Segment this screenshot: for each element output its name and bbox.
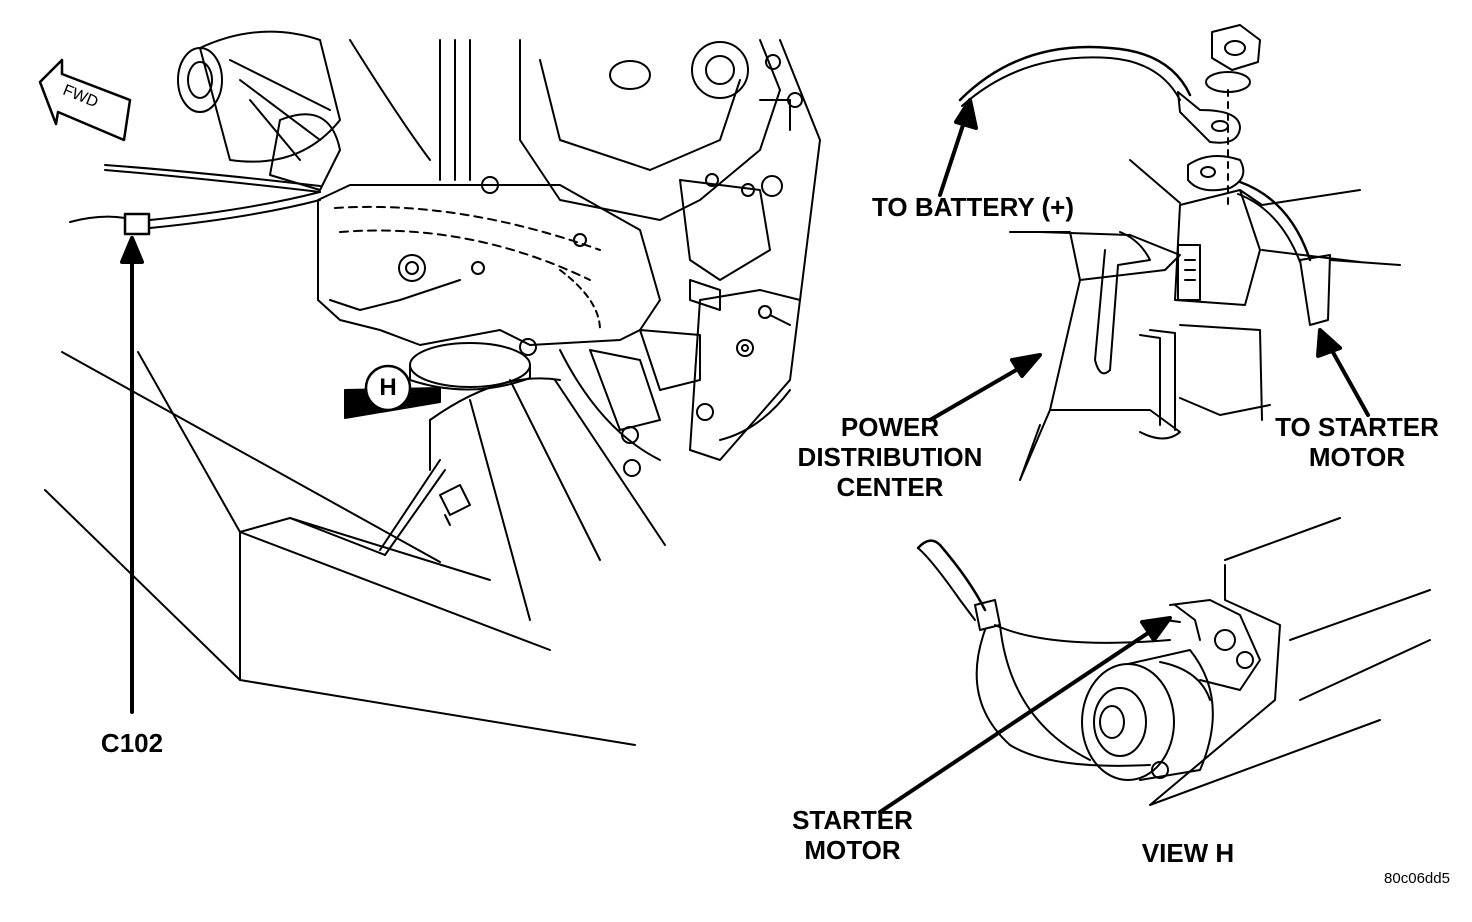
- pdc-label-line-2: DISTRIBUTION: [797, 442, 983, 472]
- to-starter-label-line-1: TO STARTER: [1275, 412, 1439, 442]
- to-starter-motor-label: TO STARTER MOTOR: [1262, 412, 1452, 472]
- frame-rail: [44, 351, 636, 746]
- starter-motor-leader-arrow: [878, 616, 1172, 814]
- view-h-callout-marker: [344, 364, 441, 419]
- starter-label-line-2: MOTOR: [804, 835, 901, 865]
- intake-tube: [379, 342, 666, 621]
- c102-label: C102: [100, 728, 164, 758]
- to-battery-label: TO BATTERY (+): [872, 192, 1074, 222]
- to-battery-leader-arrow: [938, 98, 978, 197]
- starter-bracket: [519, 289, 801, 477]
- view-h-label: VIEW H: [1141, 838, 1235, 868]
- engine-block: [349, 39, 821, 311]
- pdc-detail: [928, 24, 1401, 481]
- c102-leader-arrow: [120, 236, 144, 714]
- starter-motor-label: STARTER MOTOR: [770, 805, 935, 865]
- alternator: [177, 30, 341, 191]
- figure-id-label: 80c06dd5: [1384, 870, 1450, 887]
- to-starter-leader-arrow: [1316, 328, 1370, 417]
- view-h-detail: [878, 517, 1431, 814]
- pdc-leader-arrow: [928, 353, 1042, 422]
- wiring-harness: [69, 164, 321, 229]
- starter-label-line-1: STARTER: [792, 805, 913, 835]
- to-starter-label-line-2: MOTOR: [1308, 442, 1406, 472]
- c102-connector: [123, 212, 151, 236]
- air-intake-duct: [317, 184, 661, 346]
- mount-bolt: [439, 484, 471, 526]
- pdc-label-line-3: CENTER: [836, 472, 944, 502]
- starter-motor-body: [1081, 599, 1261, 781]
- main-engine-view: [38, 30, 821, 746]
- pdc-label-line-1: POWER: [840, 412, 940, 442]
- view-h-callout-letter: H: [379, 374, 397, 401]
- power-distribution-center-label: POWER DISTRIBUTION CENTER: [790, 412, 990, 502]
- fwd-arrow-icon: [38, 58, 132, 142]
